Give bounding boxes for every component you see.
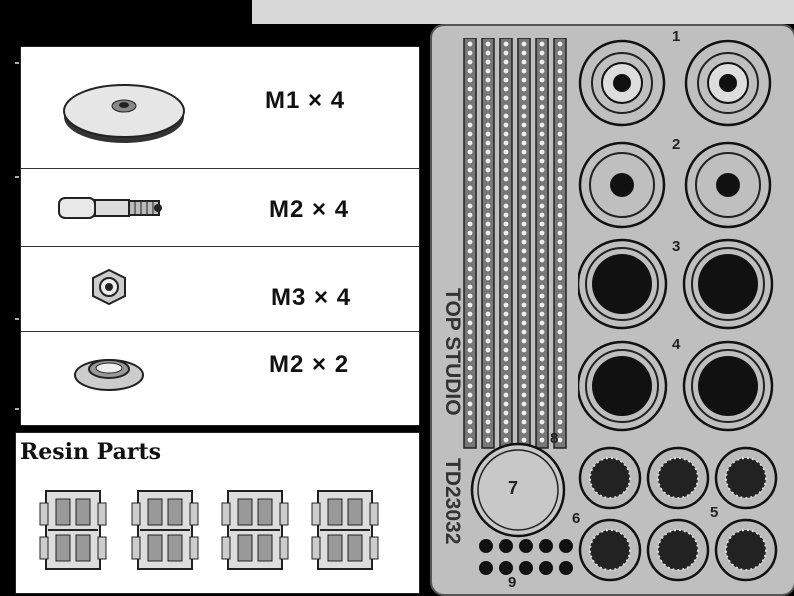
part-label-m1: M1 × 4 bbox=[265, 87, 346, 114]
part-number-9: 9 bbox=[508, 574, 517, 591]
large-ring-7-icon bbox=[470, 442, 566, 538]
brake-caliper-icon bbox=[221, 490, 289, 570]
part-number-2: 2 bbox=[672, 136, 681, 153]
disc-washer-icon bbox=[63, 84, 185, 143]
brake-caliper-icon bbox=[39, 490, 107, 570]
fret-brand-text: TOP STUDIO bbox=[441, 288, 464, 416]
bolt-pin-icon bbox=[58, 197, 162, 219]
photo-etch-fret: TOP STUDIO TD23032 bbox=[430, 24, 794, 596]
brake-caliper-icon bbox=[131, 490, 199, 570]
part-number-7: 7 bbox=[508, 478, 519, 498]
top-strip bbox=[252, 0, 794, 24]
part-label-m2-bolt: M2 × 4 bbox=[269, 196, 350, 223]
fret-code-text: TD23032 bbox=[441, 458, 464, 545]
part-number-5: 5 bbox=[710, 504, 719, 521]
brake-disc-set-icon bbox=[578, 39, 774, 432]
part-label-m2-washer: M2 × 2 bbox=[269, 351, 350, 378]
resin-parts-panel: Resin Parts bbox=[15, 432, 420, 594]
part-number-3: 3 bbox=[672, 238, 681, 255]
hardware-parts-panel: M1 × 4 M2 × 4 M3 × 4 M2 × 2 bbox=[20, 46, 420, 426]
part-number-1: 1 bbox=[672, 28, 681, 45]
rivet-strips-icon bbox=[463, 38, 567, 449]
cup-washer-icon bbox=[74, 359, 144, 391]
part-number-6: 6 bbox=[572, 510, 581, 527]
small-rings-set-icon bbox=[578, 446, 778, 582]
part-number-8: 8 bbox=[550, 430, 559, 447]
part-row-m1: M1 × 4 bbox=[21, 47, 419, 169]
brake-caliper-icon bbox=[311, 490, 379, 570]
part-label-m3: M3 × 4 bbox=[271, 284, 352, 311]
resin-parts-title: Resin Parts bbox=[20, 439, 162, 465]
part-row-m2-bolt: M2 × 4 bbox=[21, 168, 419, 247]
hex-nut-icon bbox=[92, 268, 126, 306]
part-row-m2-washer: M2 × 2 bbox=[21, 331, 419, 424]
part-number-4: 4 bbox=[672, 336, 681, 353]
part-row-m3: M3 × 4 bbox=[21, 246, 419, 332]
small-dots-grid-icon bbox=[479, 539, 573, 575]
